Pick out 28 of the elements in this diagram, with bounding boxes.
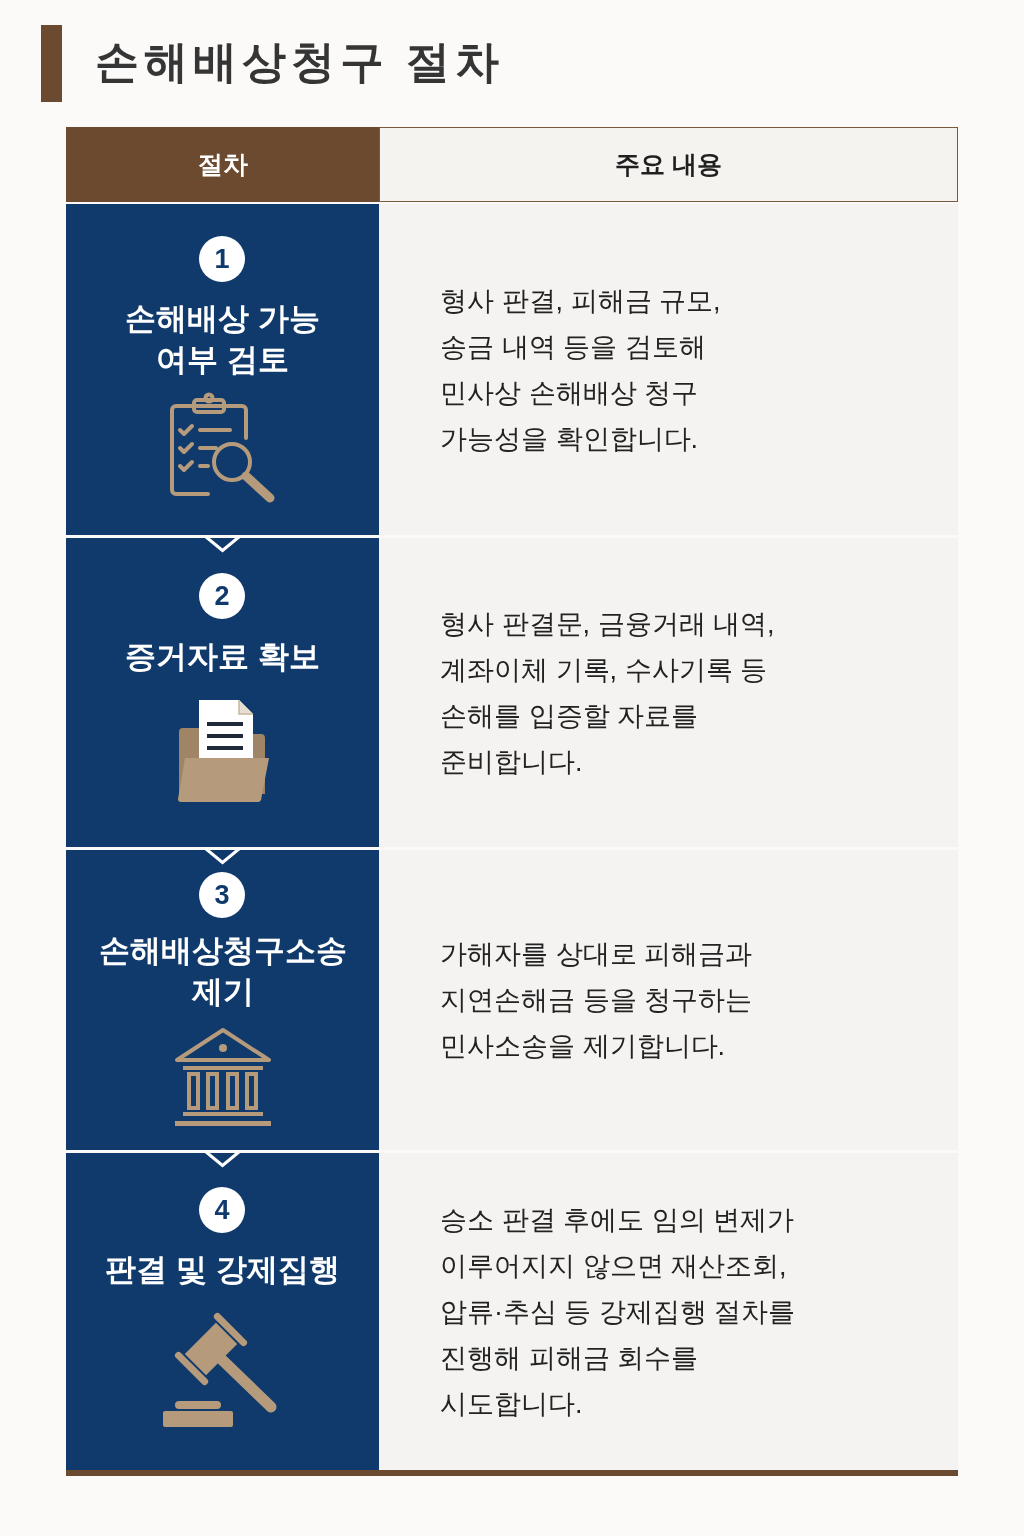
description-panel — [379, 850, 958, 1150]
step-title: 판결 및 강제집행 — [104, 1251, 341, 1289]
number-badge: 1 — [199, 236, 245, 282]
number-badge: 2 — [199, 573, 245, 619]
number-badge: 3 — [199, 872, 245, 918]
step-panel — [66, 850, 379, 1150]
step-panel — [66, 1153, 379, 1470]
description-panel — [379, 204, 958, 535]
step-panel — [66, 204, 379, 535]
chevron-arrow — [204, 535, 241, 553]
page-title: 손해배상청구 절차 — [95, 36, 505, 88]
step-title: 손해배상 가능 여부 검토 — [124, 300, 321, 379]
step-title: 증거자료 확보 — [124, 638, 321, 676]
step-title: 손해배상청구소송 제기 — [97, 932, 348, 1011]
step-description: 승소 판결 후에도 임의 변제가 이루어지지 않으면 재산조회, 압류·추심 등 강제집행 절차를 진행해 피해금 회수를 시도합니다. — [440, 1203, 797, 1421]
step-panel — [66, 538, 379, 847]
description-panel — [379, 538, 958, 847]
step-description: 가해자를 상대로 피해금과 지연손해금 등을 청구하는 민사소송을 제기합니다. — [440, 938, 753, 1063]
header-panel — [379, 127, 958, 202]
column-header: 절차 — [197, 148, 248, 180]
column-header: 주요 내용 — [615, 148, 722, 180]
number-badge: 4 — [199, 1187, 245, 1233]
step-description: 형사 판결, 피해금 규모, 송금 내역 등을 검토해 민사상 손해배상 청구 가능성을 확인합니다. — [440, 284, 722, 456]
chevron-arrow — [204, 1150, 241, 1168]
step-description: 형사 판결문, 금융거래 내역, 계좌이체 기록, 수사기록 등 손해를 입증할 자료를 준비합니다. — [440, 607, 776, 779]
description-panel — [379, 1153, 958, 1470]
chevron-arrow — [204, 847, 241, 865]
header-panel — [66, 127, 379, 202]
